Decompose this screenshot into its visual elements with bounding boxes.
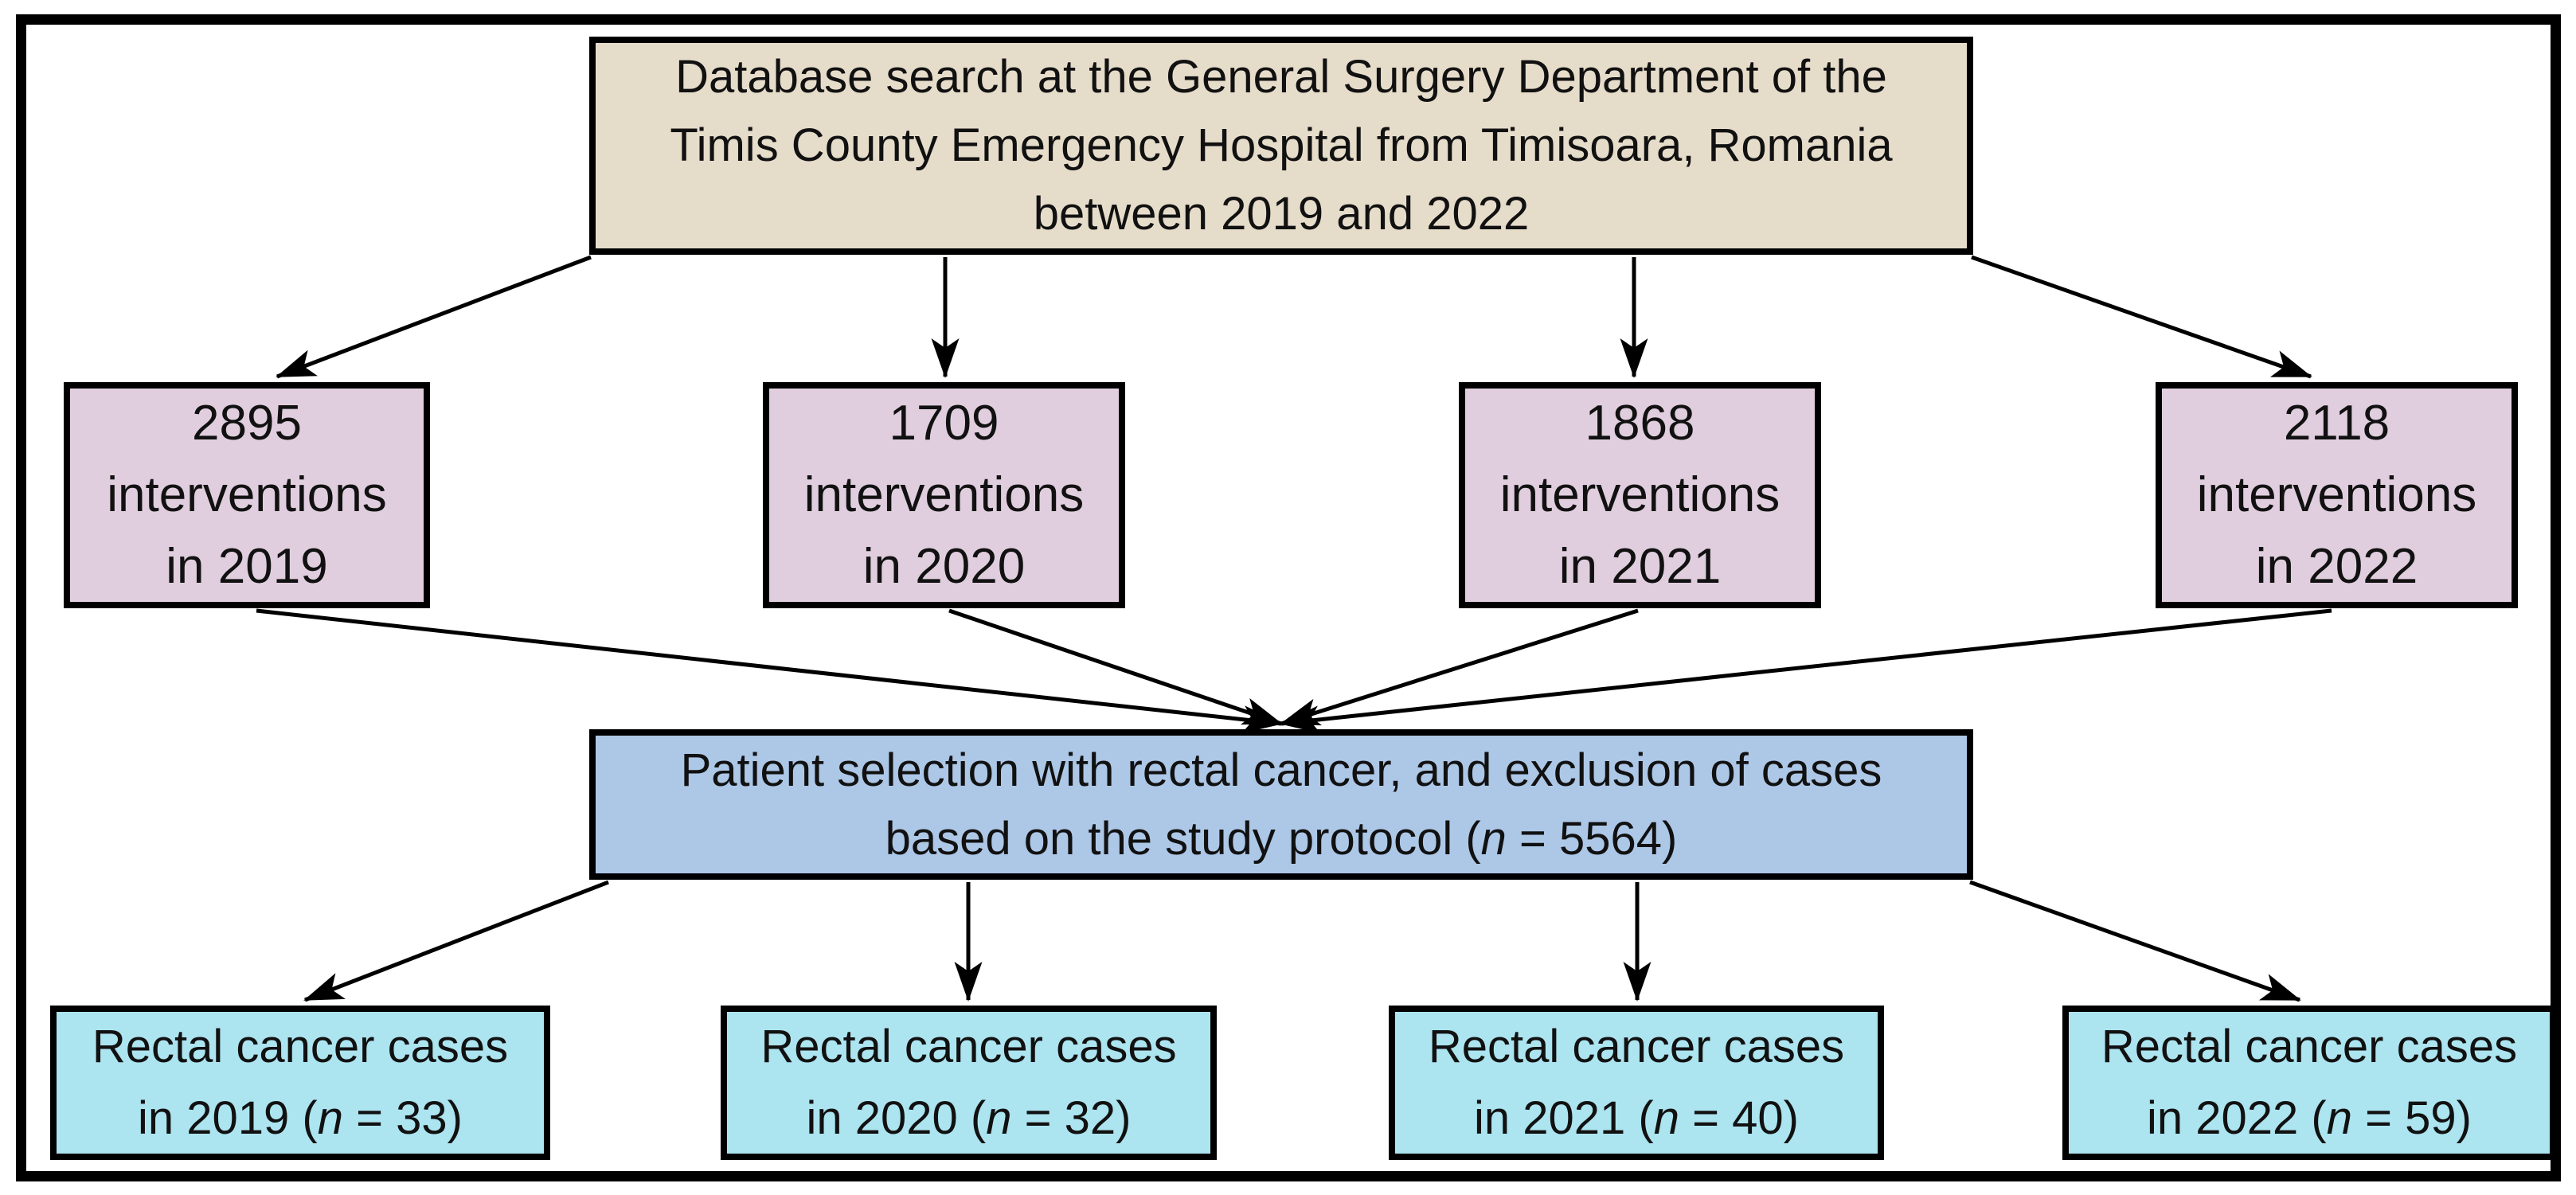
outer-frame xyxy=(16,14,2561,1181)
cases-2019-box: Rectal cancer cases in 2019 (n = 33) xyxy=(50,1006,550,1160)
arrow-selection-to-cases-2022 xyxy=(1969,880,2301,1002)
cases-line-1: Rectal cancer cases xyxy=(92,1021,509,1072)
patient-selection-line-2: based on the study protocol (n = 5564) xyxy=(885,812,1678,865)
interventions-unit: interventions xyxy=(1499,467,1781,522)
n-symbol: n xyxy=(1653,1092,1680,1144)
n-symbol: n xyxy=(2326,1092,2353,1144)
interventions-year: in 2022 xyxy=(2255,539,2418,594)
interventions-2019-box: 2895 interventions in 2019 xyxy=(64,382,430,608)
database-search-line-1: Database search at the General Surgery D… xyxy=(675,51,1887,103)
cases-line-2: in 2020 (n = 32) xyxy=(806,1092,1132,1144)
database-search-line-3: between 2019 and 2022 xyxy=(1033,188,1530,240)
interventions-unit: interventions xyxy=(2196,467,2477,522)
database-search-line-2: Timis County Emergency Hospital from Tim… xyxy=(670,119,1893,171)
interventions-unit: interventions xyxy=(803,467,1085,522)
cases-2022-box: Rectal cancer cases in 2022 (n = 59) xyxy=(2062,1006,2556,1160)
arrow-2021-to-selection xyxy=(1280,608,1639,726)
arrow-db-to-2022 xyxy=(1971,255,2312,379)
interventions-count: 2118 xyxy=(2283,396,2390,451)
arrow-db-to-2019 xyxy=(276,255,592,379)
cases-line-1: Rectal cancer cases xyxy=(2101,1021,2518,1072)
cases-2021-box: Rectal cancer cases in 2021 (n = 40) xyxy=(1389,1006,1884,1160)
cases-line-2: in 2021 (n = 40) xyxy=(1474,1092,1799,1144)
interventions-2022-box: 2118 interventions in 2022 xyxy=(2156,382,2518,608)
arrow-selection-to-cases-2019 xyxy=(303,880,609,1002)
cases-line-2: in 2022 (n = 59) xyxy=(2147,1092,2472,1144)
cases-line-1: Rectal cancer cases xyxy=(1428,1021,1845,1072)
n-symbol: n xyxy=(317,1092,344,1144)
interventions-count: 2895 xyxy=(192,396,302,451)
arrow-2020-to-selection xyxy=(948,608,1283,726)
n-symbol: n xyxy=(1480,812,1507,865)
interventions-year: in 2020 xyxy=(862,539,1026,594)
interventions-2020-box: 1709 interventions in 2020 xyxy=(763,382,1125,608)
interventions-2021-box: 1868 interventions in 2021 xyxy=(1459,382,1821,608)
n-symbol: n xyxy=(986,1092,1012,1144)
interventions-year: in 2019 xyxy=(166,539,328,594)
interventions-unit: interventions xyxy=(107,467,387,522)
cases-line-2: in 2019 (n = 33) xyxy=(138,1092,463,1144)
arrow-2022-to-selection xyxy=(1280,608,2332,734)
cases-2020-box: Rectal cancer cases in 2020 (n = 32) xyxy=(721,1006,1217,1160)
cases-line-1: Rectal cancer cases xyxy=(760,1021,1177,1072)
database-search-box: Database search at the General Surgery D… xyxy=(589,37,1973,255)
interventions-year: in 2021 xyxy=(1558,539,1722,594)
patient-selection-box: Patient selection with rectal cancer, an… xyxy=(589,729,1973,880)
interventions-count: 1709 xyxy=(889,396,999,451)
patient-selection-line-1: Patient selection with rectal cancer, an… xyxy=(680,744,1882,796)
arrow-2019-to-selection xyxy=(256,608,1283,734)
interventions-count: 1868 xyxy=(1585,396,1695,451)
